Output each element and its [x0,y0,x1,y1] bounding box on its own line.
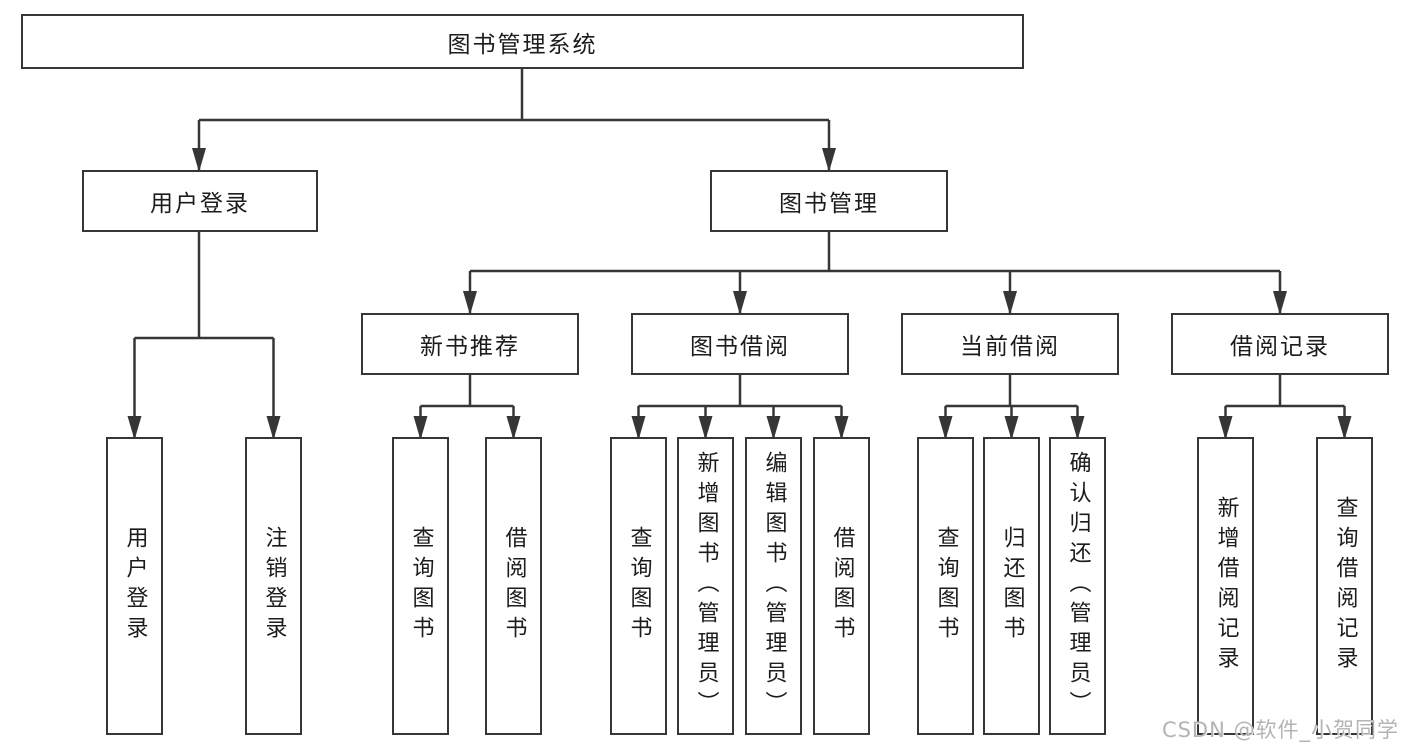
node-label: 图书管理 [779,191,879,217]
leaf-label: 借阅图书 [829,526,855,646]
leaf-label: 新增图书（管理员） [693,451,719,721]
leaf-borrow-edit-books-admin: 编辑图书（管理员） [745,437,802,735]
node-new-book-recommend: 新书推荐 [361,313,579,375]
leaf-current-query-books: 查询图书 [917,437,974,735]
leaf-label: 注销登录 [261,526,287,646]
leaf-label: 编辑图书（管理员） [761,451,787,721]
node-label: 图书管理系统 [447,31,598,58]
leaf-newbook-borrow-books: 借阅图书 [485,437,542,735]
leaf-newbook-query-books: 查询图书 [392,437,449,735]
leaf-label: 新增借阅记录 [1213,496,1239,676]
leaf-borrow-add-books-admin: 新增图书（管理员） [677,437,734,735]
node-book-borrow: 图书借阅 [631,313,849,375]
leaf-label: 归还图书 [999,526,1025,646]
leaf-label: 查询图书 [626,526,652,646]
node-user-login: 用户登录 [82,170,318,232]
node-label: 用户登录 [150,191,250,217]
node-current-borrow: 当前借阅 [901,313,1119,375]
leaf-label: 查询图书 [933,526,959,646]
node-root-library-system: 图书管理系统 [21,14,1024,69]
node-label: 借阅记录 [1230,334,1330,360]
leaf-logout: 注销登录 [245,437,302,735]
leaf-borrow-borrow-books: 借阅图书 [813,437,870,735]
leaf-current-confirm-return-admin: 确认归还（管理员） [1049,437,1106,735]
node-borrow-records: 借阅记录 [1171,313,1389,375]
node-book-management: 图书管理 [710,170,948,232]
leaf-user-login: 用户登录 [106,437,163,735]
leaf-label: 查询图书 [408,526,434,646]
leaf-label: 用户登录 [122,526,148,646]
node-label: 当前借阅 [960,334,1060,360]
csdn-watermark: CSDN @软件_小贺同学 [1161,718,1399,742]
leaf-records-add-record: 新增借阅记录 [1197,437,1254,735]
leaf-current-return-books: 归还图书 [983,437,1040,735]
leaf-label: 确认归还（管理员） [1065,451,1091,721]
leaf-borrow-query-books: 查询图书 [610,437,667,735]
node-label: 新书推荐 [420,334,520,360]
leaf-records-query-record: 查询借阅记录 [1316,437,1373,735]
leaf-label: 查询借阅记录 [1332,496,1358,676]
leaf-label: 借阅图书 [501,526,527,646]
node-label: 图书借阅 [690,334,790,360]
